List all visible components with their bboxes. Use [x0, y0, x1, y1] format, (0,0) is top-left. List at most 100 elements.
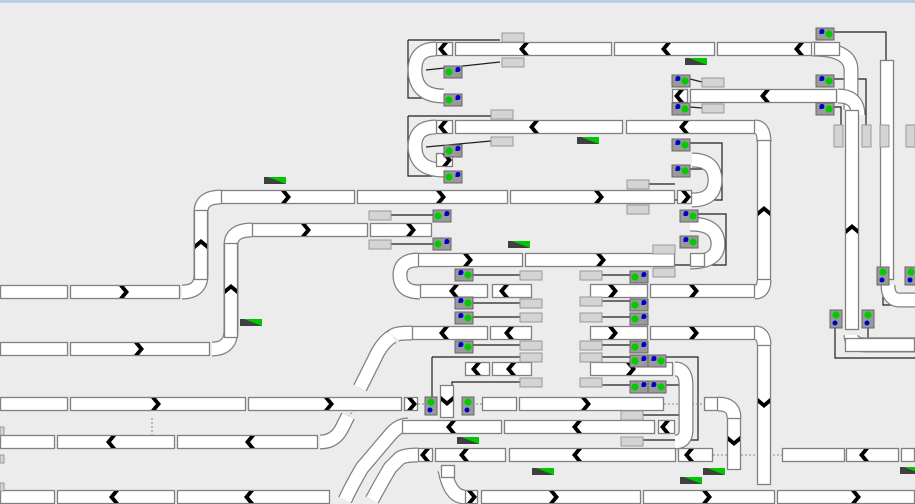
track-segment[interactable] [434, 447, 507, 463]
track-segment[interactable] [417, 447, 434, 463]
route-button[interactable] [620, 436, 644, 447]
track-segment[interactable] [176, 489, 331, 504]
track-segment[interactable] [844, 109, 860, 331]
track-segment[interactable] [900, 447, 915, 463]
track-segment[interactable] [0, 489, 56, 504]
track-segment[interactable] [0, 434, 56, 450]
track-curve[interactable] [674, 362, 693, 449]
track-segment[interactable] [657, 419, 676, 435]
route-button[interactable] [368, 210, 392, 221]
track-segment[interactable] [0, 396, 69, 412]
track-curve[interactable] [754, 279, 771, 299]
track-segment[interactable] [193, 209, 209, 281]
track-segment[interactable] [489, 325, 533, 341]
track-segment[interactable] [716, 41, 813, 57]
track-segment[interactable] [756, 344, 772, 486]
track-segment[interactable] [508, 447, 677, 463]
route-button[interactable] [833, 124, 844, 148]
route-button[interactable] [579, 352, 603, 363]
route-button[interactable] [701, 77, 725, 88]
route-button[interactable] [519, 352, 543, 363]
track-segment[interactable] [503, 419, 656, 435]
track-segment[interactable] [0, 284, 69, 300]
track-segment[interactable] [356, 189, 509, 205]
route-button[interactable] [579, 340, 603, 351]
track-segment[interactable] [589, 325, 649, 341]
route-button[interactable] [620, 410, 644, 421]
route-button[interactable] [0, 482, 5, 492]
track-segment[interactable] [524, 252, 676, 268]
route-button[interactable] [519, 377, 543, 388]
route-button[interactable] [501, 57, 525, 68]
track-curve[interactable] [754, 120, 771, 143]
track-segment[interactable] [625, 119, 756, 135]
track-curve[interactable] [319, 413, 354, 449]
route-button[interactable] [701, 103, 725, 114]
track-curve[interactable] [354, 330, 397, 391]
route-button[interactable] [0, 426, 5, 436]
route-button[interactable] [490, 109, 514, 120]
track-segment[interactable] [589, 283, 649, 299]
track-segment[interactable] [509, 189, 676, 205]
route-button[interactable] [652, 267, 676, 278]
track-curve[interactable] [393, 253, 421, 299]
track-segment[interactable] [0, 341, 69, 357]
track-curve[interactable] [366, 448, 419, 503]
track-curve[interactable] [881, 284, 915, 307]
track-segment[interactable] [401, 419, 503, 435]
track-segment[interactable] [411, 325, 489, 341]
track-segment[interactable] [480, 489, 642, 504]
track-segment[interactable] [223, 242, 239, 339]
route-button[interactable] [368, 239, 392, 250]
track-segment[interactable] [703, 396, 719, 412]
route-button[interactable] [490, 136, 514, 147]
route-button[interactable] [579, 296, 603, 307]
track-segment[interactable] [689, 252, 706, 268]
track-segment[interactable] [491, 361, 533, 377]
route-button[interactable] [905, 124, 915, 148]
route-button[interactable] [579, 270, 603, 281]
track-segment[interactable] [879, 59, 895, 281]
track-segment[interactable] [435, 41, 454, 57]
route-button[interactable] [519, 340, 543, 351]
track-segment[interactable] [845, 447, 900, 463]
track-curve[interactable] [387, 326, 413, 341]
track-segment[interactable] [813, 41, 841, 57]
track-segment[interactable] [844, 337, 915, 353]
track-segment[interactable] [440, 464, 456, 479]
track-curve[interactable] [691, 153, 722, 207]
route-button[interactable] [0, 454, 5, 464]
route-button[interactable] [501, 32, 525, 43]
track-segment[interactable] [649, 283, 756, 299]
route-button[interactable] [861, 124, 872, 148]
track-curve[interactable] [717, 397, 741, 419]
route-button[interactable] [519, 312, 543, 323]
track-segment[interactable] [649, 325, 756, 341]
signal-lamp-icon[interactable] [904, 266, 915, 286]
track-segment[interactable] [435, 119, 454, 135]
track-segment[interactable] [247, 396, 403, 412]
route-button[interactable] [879, 124, 890, 148]
route-button[interactable] [652, 244, 676, 255]
track-segment[interactable] [776, 489, 915, 504]
track-segment[interactable] [464, 361, 491, 377]
track-segment[interactable] [454, 41, 613, 57]
track-segment[interactable] [454, 119, 624, 135]
track-segment[interactable] [677, 447, 714, 463]
route-button[interactable] [626, 179, 650, 190]
route-button[interactable] [579, 377, 603, 388]
route-button[interactable] [626, 204, 650, 215]
track-segment[interactable] [369, 222, 433, 238]
route-button[interactable] [519, 270, 543, 281]
track-segment[interactable] [518, 396, 665, 412]
route-button[interactable] [519, 298, 543, 309]
track-segment[interactable] [491, 283, 533, 299]
track-curve[interactable] [408, 120, 445, 177]
track-curve[interactable] [754, 326, 771, 346]
track-curve[interactable] [408, 42, 445, 103]
route-button[interactable] [579, 312, 603, 323]
track-segment[interactable] [56, 434, 176, 450]
track-segment[interactable] [481, 396, 518, 412]
track-segment[interactable] [781, 447, 846, 463]
